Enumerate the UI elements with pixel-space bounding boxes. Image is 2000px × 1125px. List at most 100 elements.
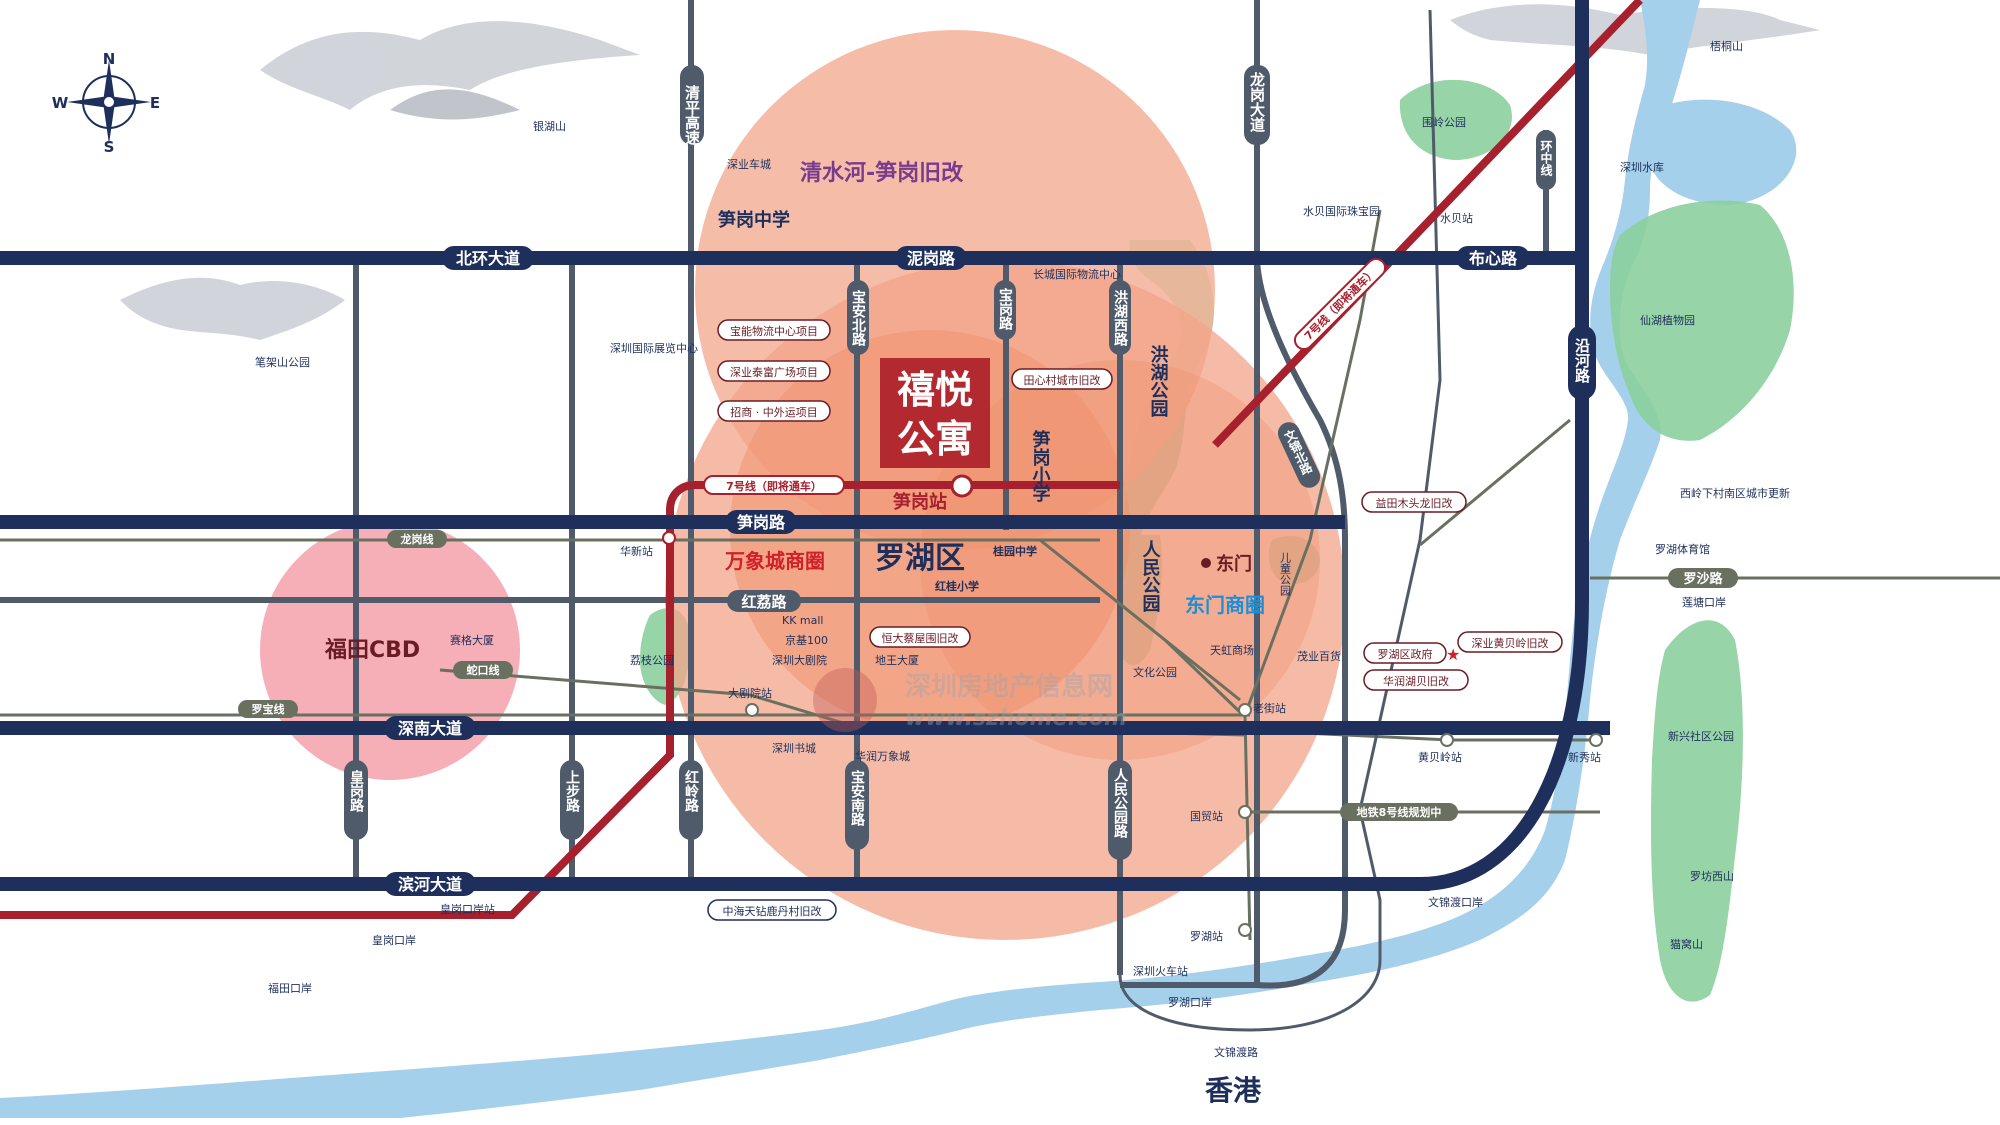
school-labels: 笋岗中学 笋岗小学 桂园中学 红桂小学: [718, 209, 1051, 593]
road-label-huanggang: 皇岗路: [348, 769, 364, 812]
poi-shuibei: 水贝站: [1440, 211, 1473, 225]
poi-shucheng: 深圳书城: [772, 742, 816, 755]
poi-huanggangzhan: 皇岗口岸站: [440, 902, 495, 916]
label-bijiashan: 笔架山公园: [255, 355, 310, 369]
label-qingshuihe: 清水河-笋岗旧改: [800, 160, 964, 186]
label-lizhi: 荔枝公园: [630, 653, 674, 667]
box-shenye-hbl: 深业黄贝岭旧改: [1472, 636, 1549, 650]
project-marker: 禧悦 公寓 笋岗站: [880, 358, 990, 513]
mountain-silhouettes: [120, 4, 1820, 340]
metro-label-line7: 7号线（即将通车）: [726, 479, 822, 493]
watermark: 深圳房地产信息网 www.szhome.com: [813, 668, 1127, 732]
poi-dajuyuanzhan: 大剧院站: [728, 686, 772, 700]
metro-label-longgang: 龙岗线: [400, 532, 434, 546]
compass-e: E: [150, 94, 160, 112]
water-bodies: [0, 0, 1797, 1118]
box-luohuzf: 罗湖区政府: [1378, 647, 1433, 661]
project-station: 笋岗站: [893, 491, 947, 513]
label-honghu-park: 洪湖公园: [1148, 344, 1169, 418]
poi-jingji: 京基100: [785, 633, 828, 647]
box-zhaoshang: 招商 · 中外运项目: [730, 405, 818, 419]
poi-dajuyuan: 深圳大剧院: [772, 653, 827, 667]
svg-text:★: ★: [1446, 645, 1460, 664]
box-baoneng: 宝能物流中心项目: [730, 324, 818, 338]
poi-laojie: 老街站: [1253, 701, 1286, 715]
box-shenyetaifu: 深业泰富广场项目: [730, 365, 818, 379]
box-zhonghai: 中海天钻鹿丹村旧改: [723, 904, 822, 918]
label-dongmen-area: 东门商圈: [1185, 593, 1265, 617]
poi-shenyechezhen: 深业车城: [727, 157, 771, 171]
road-label-baoanbei: 宝安北路: [850, 289, 866, 346]
poi-saige: 赛格大厦: [450, 633, 494, 647]
metro-stations: [662, 474, 1603, 937]
label-guiyuan: 桂园中学: [992, 544, 1037, 558]
poi-changcheng: 长城国际物流中心: [1033, 267, 1121, 281]
poi-futiankouan: 福田口岸: [268, 981, 312, 995]
label-weiling: 围岭公园: [1422, 115, 1466, 129]
metro-label-shekou: 蛇口线: [467, 663, 500, 677]
road-label-honghuxi: 洪湖西路: [1112, 289, 1128, 346]
project-name-line1: 禧悦: [897, 368, 973, 412]
poi-maoye: 茂业百货: [1297, 649, 1341, 663]
label-wutong: 梧桐山: [1710, 39, 1743, 53]
road-label-buxin: 布心路: [1469, 249, 1518, 268]
label-hongkong: 香港: [1205, 1074, 1262, 1107]
project-boxes: 宝能物流中心项目 深业泰富广场项目 招商 · 中外运项目 田心村城市旧改 恒大蔡…: [707, 319, 1563, 921]
metro-label-line7b: 7号线（即将通车）: [1301, 265, 1379, 343]
poi-labels: 深业车城 长城国际物流中心 深圳国际展览中心 水贝国际珠宝园 水贝站 华新站 赛…: [268, 157, 1790, 1059]
watermark-url: www.szhome.com: [905, 706, 1127, 731]
poi-huochezhan: 深圳火车站: [1133, 964, 1188, 978]
road-label-qingping: 清平高速: [683, 84, 701, 146]
label-luofang: 罗坊西山: [1690, 869, 1734, 883]
poi-wenjindu: 文锦渡路: [1214, 1045, 1258, 1059]
main-roads: [0, 0, 1610, 891]
road-label-yanhe: 沿河路: [1573, 338, 1591, 383]
label-renmin-park: 人民公园: [1140, 540, 1161, 613]
poi-luohuzhan: 罗湖站: [1190, 929, 1223, 943]
poi-luohutiyuguan: 罗湖体育馆: [1655, 542, 1710, 556]
label-shuiku: 深圳水库: [1620, 161, 1664, 174]
label-honggui: 红桂小学: [935, 579, 979, 593]
poi-liantang: 莲塘口岸: [1682, 595, 1726, 609]
poi-dirang: 地王大厦: [875, 653, 919, 667]
poi-shuibei-zb: 水贝国际珠宝园: [1303, 204, 1380, 218]
road-label-hongli: 红荔路: [741, 593, 787, 611]
label-wanxiang: 万象城商圈: [724, 549, 825, 573]
watermark-cn: 深圳房地产信息网: [905, 671, 1113, 702]
road-label-huanzhong: 环中线: [1539, 140, 1553, 177]
district-labels: 清水河-笋岗旧改 罗湖区 万象城商圈 东门商圈 福田CBD 香港 东门: [324, 160, 1265, 1107]
metro-label-luosha: 罗沙路: [1683, 571, 1723, 587]
label-yinhushan: 银湖山: [533, 119, 566, 133]
poi-xilingxia: 西岭下村南区城市更新: [1680, 486, 1790, 500]
poi-zhanlan: 深圳国际展览中心: [610, 341, 698, 355]
label-luohu: 罗湖区: [875, 541, 965, 576]
road-label-baogang: 宝岗路: [997, 287, 1013, 330]
metro-line-7: [0, 0, 1643, 919]
box-huarun-hb: 华润湖贝旧改: [1383, 674, 1449, 688]
poi-huaxin: 华新站: [620, 544, 653, 558]
box-yitian: 益田木头龙旧改: [1376, 496, 1453, 510]
box-tianxin: 田心村城市旧改: [1024, 373, 1101, 387]
box-hengda: 恒大蔡屋围旧改: [882, 631, 959, 645]
metro-thin-lines: [0, 9, 2000, 1032]
label-sungang-pri: 笋岗小学: [1030, 429, 1051, 503]
label-ertong: 儿童公园: [1279, 552, 1292, 597]
label-xianhu: 仙湖植物园: [1640, 313, 1695, 327]
road-label-beihuan: 北环大道: [456, 249, 520, 268]
road-label-binhe: 滨河大道: [398, 875, 462, 894]
project-name-line2: 公寓: [897, 417, 973, 461]
label-wenhua: 文化公园: [1133, 665, 1177, 679]
poi-kkmall: KK mall: [782, 614, 824, 627]
poi-wenjinkouan: 文锦渡口岸: [1428, 895, 1483, 909]
poi-huanggangkouan: 皇岗口岸: [372, 933, 416, 947]
compass-s: S: [104, 138, 115, 156]
label-maowoshan: 猫窝山: [1670, 937, 1703, 951]
metro-label-luobao: 罗宝线: [252, 702, 285, 716]
poi-huarun: 华润万象城: [855, 749, 910, 763]
road-label-shangbu: 上步路: [564, 770, 580, 812]
road-label-shennan: 深南大道: [398, 719, 462, 738]
label-dongmen: 东门: [1216, 553, 1252, 575]
poi-xinxiu: 新秀站: [1568, 750, 1601, 764]
road-label-longgang: 龙岗大道: [1248, 71, 1266, 132]
